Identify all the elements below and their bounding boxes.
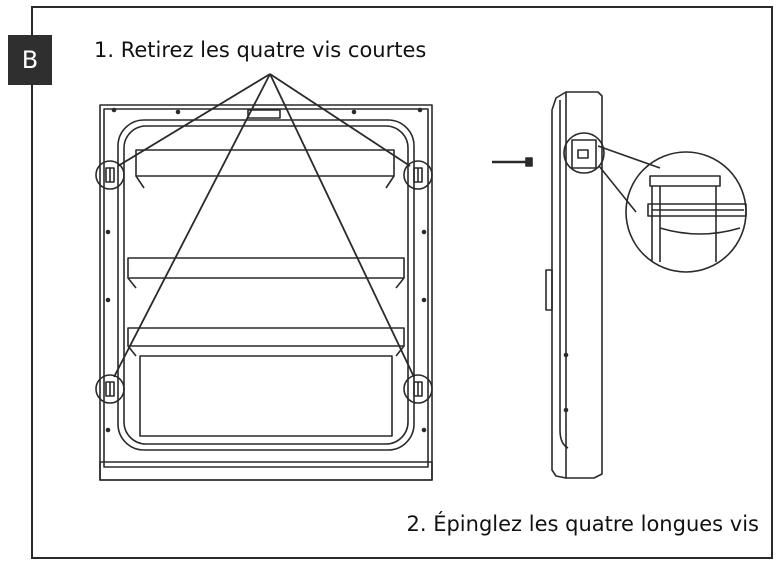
leader-lines <box>113 73 415 378</box>
door-side-view <box>545 91 605 479</box>
screw-icon <box>403 160 433 190</box>
step-1-instruction: 1. Retirez les quatre vis courtes <box>94 38 427 62</box>
door-front-view <box>99 104 433 481</box>
screw-icon <box>95 374 125 404</box>
screw-icon <box>95 160 125 190</box>
diagram-frame <box>31 6 773 559</box>
screw-icon <box>403 374 433 404</box>
magnifier-callout-icon <box>597 145 747 273</box>
screw-markers <box>95 160 433 404</box>
step-badge: B <box>8 35 52 85</box>
step-2-instruction: 2. Épinglez les quatre longues vis <box>406 512 760 536</box>
long-screw-icon <box>492 157 533 167</box>
